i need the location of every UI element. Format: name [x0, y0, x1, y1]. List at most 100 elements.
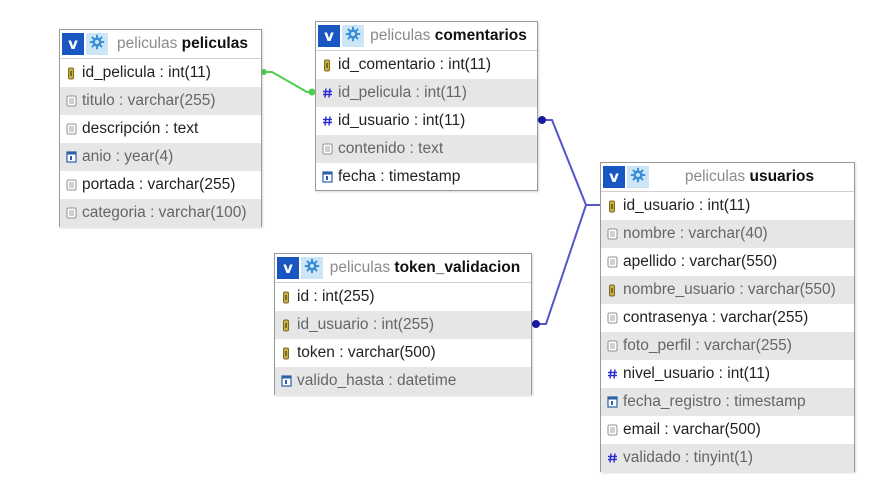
column-row[interactable]: id_comentario : int(11) — [316, 51, 537, 79]
column-label: id_pelicula : int(11) — [82, 64, 211, 81]
relation-line — [262, 71, 315, 93]
hash-icon — [601, 368, 623, 380]
hash-icon — [316, 87, 338, 99]
column-row[interactable]: fecha_registro : timestamp — [601, 388, 854, 416]
table-options-button[interactable] — [301, 257, 323, 279]
column-row[interactable]: anio : year(4) — [60, 143, 261, 171]
key-icon — [601, 284, 623, 297]
column-label: id_usuario : int(11) — [623, 197, 751, 214]
column-row[interactable]: nombre : varchar(40) — [601, 220, 854, 248]
table-usuarios[interactable]: v peliculas usuarios id_usuario : int(11) n… — [600, 162, 855, 472]
relation-line — [538, 119, 600, 206]
column-label: id : int(255) — [297, 288, 375, 305]
key-icon — [275, 347, 297, 360]
table-title: peliculas comentarios — [364, 27, 537, 45]
column-label: contrasenya : varchar(255) — [623, 309, 809, 326]
gear-icon — [304, 258, 320, 279]
database-name: peliculas — [370, 27, 431, 44]
date-icon — [601, 396, 623, 408]
column-icon — [60, 207, 82, 219]
column-label: contenido : text — [338, 140, 444, 157]
column-icon — [601, 256, 623, 268]
column-row[interactable]: token : varchar(500) — [275, 339, 531, 367]
column-label: nivel_usuario : int(11) — [623, 365, 771, 382]
gear-icon — [89, 34, 105, 55]
column-icon — [60, 123, 82, 135]
column-row[interactable]: contrasenya : varchar(255) — [601, 304, 854, 332]
column-row[interactable]: valido_hasta : datetime — [275, 367, 531, 395]
database-name: peliculas — [329, 259, 391, 276]
table-comentarios[interactable]: v peliculas comentarios id_comentario : in… — [315, 21, 538, 191]
key-icon — [275, 291, 297, 304]
column-row[interactable]: email : varchar(500) — [601, 416, 854, 444]
chevron-v-icon: v — [283, 259, 293, 277]
gear-icon — [630, 167, 646, 188]
toggle-button[interactable]: v — [277, 257, 299, 279]
column-label: id_comentario : int(11) — [338, 56, 492, 73]
column-icon — [601, 424, 623, 436]
hash-icon — [316, 115, 338, 127]
table-header[interactable]: v peliculas token_validacion — [275, 254, 531, 283]
table-peliculas[interactable]: v peliculas peliculas id_pelicula : int(11… — [59, 29, 262, 227]
column-row[interactable]: foto_perfil : varchar(255) — [601, 332, 854, 360]
table-options-button[interactable] — [86, 33, 108, 55]
table-title: peliculas token_validacion — [323, 259, 531, 277]
table-options-button[interactable] — [342, 25, 364, 47]
column-label: fecha : timestamp — [338, 168, 461, 185]
table-header[interactable]: v peliculas usuarios — [601, 163, 854, 192]
table-title: peliculas peliculas — [108, 35, 261, 53]
database-name: peliculas — [117, 35, 178, 52]
column-label: token : varchar(500) — [297, 344, 436, 361]
table-title: peliculas usuarios — [649, 168, 854, 186]
column-label: id_usuario : int(255) — [297, 316, 434, 333]
toggle-button[interactable]: v — [62, 33, 84, 55]
relation-target-dot — [538, 116, 546, 124]
column-row[interactable]: nivel_usuario : int(11) — [601, 360, 854, 388]
column-label: foto_perfil : varchar(255) — [623, 337, 792, 354]
column-icon — [60, 95, 82, 107]
table-header[interactable]: v peliculas comentarios — [316, 22, 537, 51]
key-icon — [601, 200, 623, 213]
relation-line — [532, 204, 600, 325]
column-row[interactable]: id_usuario : int(11) — [601, 192, 854, 220]
column-label: categoria : varchar(100) — [82, 204, 247, 221]
table-name: usuarios — [749, 168, 815, 185]
column-row[interactable]: titulo : varchar(255) — [60, 87, 261, 115]
column-label: portada : varchar(255) — [82, 176, 236, 193]
column-label: valido_hasta : datetime — [297, 372, 457, 389]
column-label: titulo : varchar(255) — [82, 92, 216, 109]
column-row[interactable]: id_usuario : int(255) — [275, 311, 531, 339]
column-row[interactable]: fecha : timestamp — [316, 163, 537, 191]
column-row[interactable]: descripción : text — [60, 115, 261, 143]
column-row[interactable]: id_usuario : int(11) — [316, 107, 537, 135]
column-row[interactable]: id : int(255) — [275, 283, 531, 311]
column-row[interactable]: id_pelicula : int(11) — [316, 79, 537, 107]
date-icon — [60, 151, 82, 163]
column-row[interactable]: validado : tinyint(1) — [601, 444, 854, 472]
column-icon — [601, 228, 623, 240]
toggle-button[interactable]: v — [318, 25, 340, 47]
column-row[interactable]: categoria : varchar(100) — [60, 199, 261, 227]
column-row[interactable]: contenido : text — [316, 135, 537, 163]
column-label: fecha_registro : timestamp — [623, 393, 806, 410]
table-header[interactable]: v peliculas peliculas — [60, 30, 261, 59]
column-row[interactable]: nombre_usuario : varchar(550) — [601, 276, 854, 304]
column-icon — [60, 179, 82, 191]
relation-target-dot — [532, 320, 540, 328]
toggle-button[interactable]: v — [603, 166, 625, 188]
gear-icon — [345, 26, 361, 47]
column-icon — [316, 143, 338, 155]
column-label: validado : tinyint(1) — [623, 449, 754, 466]
key-icon — [316, 59, 338, 72]
column-row[interactable]: portada : varchar(255) — [60, 171, 261, 199]
column-row[interactable]: id_pelicula : int(11) — [60, 59, 261, 87]
column-icon — [601, 312, 623, 324]
column-label: id_usuario : int(11) — [338, 112, 466, 129]
column-label: nombre : varchar(40) — [623, 225, 768, 242]
relation-source-dot — [261, 69, 267, 75]
column-label: nombre_usuario : varchar(550) — [623, 281, 836, 298]
table-options-button[interactable] — [627, 166, 649, 188]
column-row[interactable]: apellido : varchar(550) — [601, 248, 854, 276]
